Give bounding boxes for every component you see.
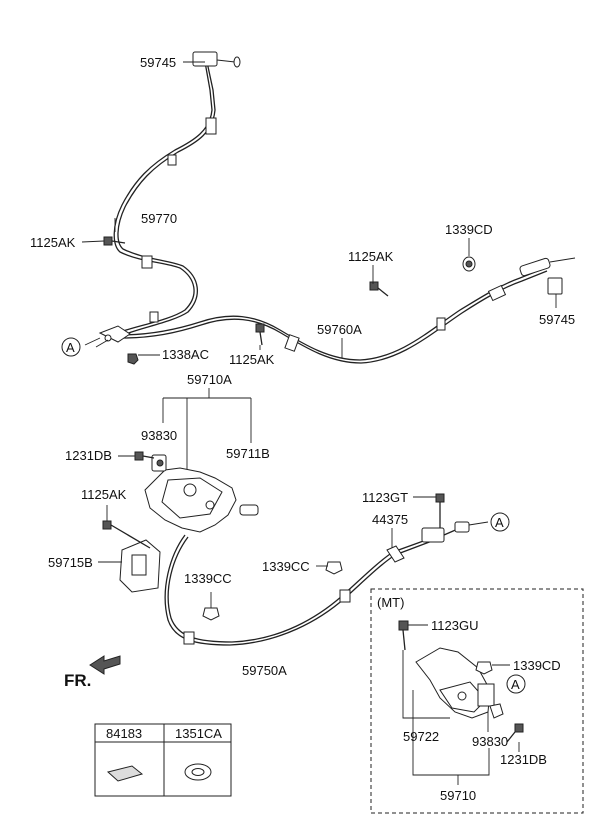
label-1338AC: 1338AC [162, 347, 209, 362]
leader-lines-upper [81, 61, 557, 358]
table-header-84183: 84183 [106, 726, 142, 741]
label-mt: (MT) [377, 595, 404, 610]
callout-a-mt [506, 674, 526, 694]
bracket-fitting-1123GT [413, 493, 489, 543]
clip-44375 [386, 528, 405, 563]
equalizer-assembly [84, 325, 131, 346]
label-1339CD-mt: 1339CD [513, 658, 561, 673]
label-93830-mt: 93830 [472, 734, 508, 749]
label-44375: 44375 [372, 512, 408, 527]
label-59710A: 59710A [187, 372, 232, 387]
table-header-1351CA: 1351CA [175, 726, 222, 741]
cable-end-fitting-right [519, 257, 576, 295]
nut-1338AC [127, 353, 139, 365]
bolt-1125AK-mid [369, 281, 389, 297]
label-1125AK-bracket: 1125AK [81, 487, 127, 502]
label-59760A: 59760A [317, 322, 362, 337]
label-93830-top: 93830 [141, 428, 177, 443]
grommet-1339CD-top [462, 256, 476, 272]
label-59745-right: 59745 [539, 312, 575, 327]
bolt-1125AK-lower [255, 323, 265, 346]
label-1339CC-left: 1339CC [184, 571, 232, 586]
label-1123GU: 1123GU [431, 618, 478, 633]
label-1125AK-lower: 1125AK [229, 352, 275, 367]
bolt-1231DB-top [118, 451, 155, 461]
label-1125AK-mid: 1125AK [348, 249, 394, 264]
cable-59770 [113, 61, 216, 336]
grommet-1339CC-right [316, 561, 343, 575]
lever-assembly-59710A [144, 388, 259, 533]
callout-a-left [61, 337, 81, 357]
label-59722: 59722 [403, 729, 439, 744]
bracket-59715B [98, 539, 161, 593]
mt-variant-box [370, 588, 584, 814]
cable-59750A [164, 534, 441, 646]
label-1125AK-left: 1125AK [30, 235, 76, 250]
label-1339CD-top: 1339CD [445, 222, 493, 237]
label-1231DB-mt: 1231DB [500, 752, 547, 767]
label-1339CC-right: 1339CC [262, 559, 310, 574]
cable-end-fitting-top [192, 51, 241, 68]
callout-a-right-letter: A [495, 515, 504, 530]
label-1123GT: 1123GT [362, 490, 408, 505]
label-fr: FR. [64, 671, 91, 690]
label-1231DB-top: 1231DB [65, 448, 112, 463]
front-arrow-icon [89, 655, 121, 675]
label-59710: 59710 [440, 788, 476, 803]
washer-icon [184, 763, 212, 781]
label-59745-top: 59745 [140, 55, 176, 70]
bolt-1125AK-bracket [102, 505, 151, 549]
callout-a-right [490, 512, 510, 532]
label-59715B: 59715B [48, 555, 93, 570]
cable-59760A [119, 267, 548, 364]
pad-icon [106, 765, 144, 782]
label-59711B: 59711B [226, 446, 270, 461]
label-59770: 59770 [141, 211, 177, 226]
label-59750A: 59750A [242, 663, 287, 678]
callout-a-left-letter: A [66, 340, 75, 355]
parts-table [94, 723, 232, 797]
grommet-1339CC-left [202, 592, 220, 621]
callout-a-mt-letter: A [511, 677, 520, 692]
cable-clips [141, 117, 507, 352]
